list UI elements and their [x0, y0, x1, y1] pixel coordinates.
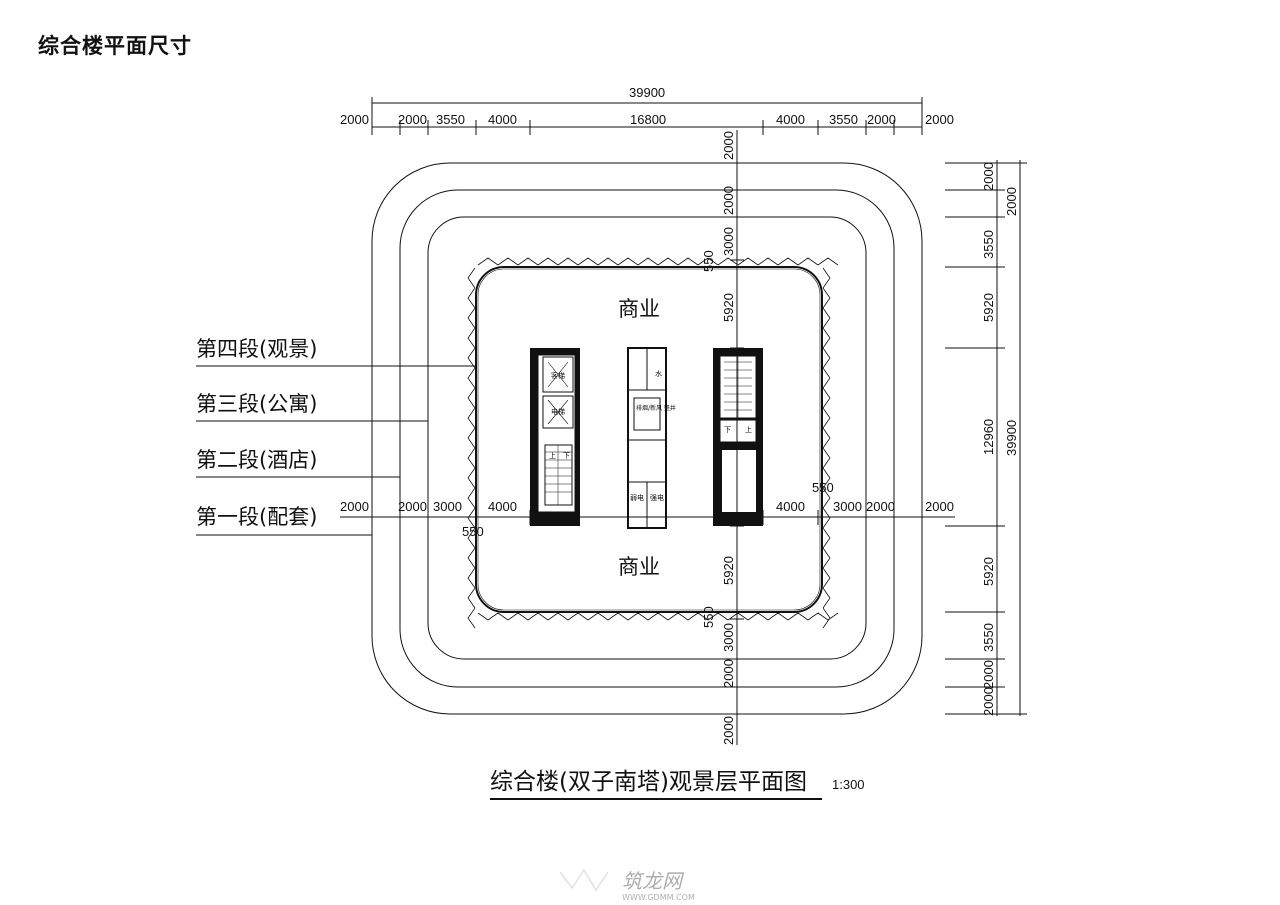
dim-vert-bottom-5: 2000 — [721, 716, 736, 745]
dim-top-part-5: 16800 — [630, 112, 666, 127]
dim-mid-part-4: 4000 — [488, 499, 517, 514]
dim-right-part-1: 2000 — [981, 162, 996, 191]
dim-mid-part-2: 2000 — [398, 499, 427, 514]
dim-vert-top-5: 5920 — [721, 293, 736, 322]
dim-mid-part-6: 3000 — [833, 499, 862, 514]
dim-top-part-6: 4000 — [776, 112, 805, 127]
dim-top-part-9: 2000 — [925, 112, 954, 127]
dim-right-part-5: 5920 — [981, 557, 996, 586]
drawing-caption: 综合楼(双子南塔)观景层平面图 — [490, 769, 807, 795]
dim-right-part-4: 12960 — [981, 419, 996, 455]
segment-label-4: 第四段(观景) — [196, 337, 317, 361]
dimension-lines — [196, 97, 1027, 800]
dim-right-outer-total: 39900 — [1004, 420, 1019, 456]
dim-right-part-3: 5920 — [981, 293, 996, 322]
core-label-shaft: 排烟/新风 竖井 — [636, 404, 676, 412]
dim-offset-left: 550 — [462, 524, 484, 539]
dim-right-part-8: 2000 — [981, 687, 996, 716]
dim-vert-bottom-4: 2000 — [721, 659, 736, 688]
watermark-logo-icon — [559, 868, 609, 892]
core-label-elev1: 客梯 — [551, 371, 565, 380]
core-label-up: 上 — [745, 425, 752, 434]
core-label-weak: 弱电 — [630, 493, 644, 502]
segment-label-1: 第一段(配套) — [196, 505, 317, 529]
outer-ring-1 — [371, 162, 923, 715]
core-label-water: 水 — [655, 369, 662, 378]
dim-vert-top-4: 550 — [701, 250, 716, 272]
segment-label-3: 第三段(公寓) — [196, 392, 317, 416]
core-label-power: 强电 — [650, 493, 664, 502]
core-label-elev2: 电梯 — [551, 407, 565, 416]
dim-top-part-4: 4000 — [488, 112, 517, 127]
zone-label-top: 商业 — [618, 297, 660, 321]
dim-top-total: 39900 — [629, 85, 665, 100]
drawing-scale: 1:300 — [832, 777, 865, 792]
dim-top-part-1: 2000 — [340, 112, 369, 127]
dim-vert-bottom-3: 3000 — [721, 623, 736, 652]
watermark: 筑龙网 WWW.GDMM.COM — [559, 868, 695, 902]
dim-mid-part-1: 2000 — [340, 499, 369, 514]
outer-ring-2 — [399, 189, 895, 688]
dim-mid-part-7: 2000 — [866, 499, 895, 514]
dim-mid-part-8: 2000 — [925, 499, 954, 514]
dim-mid-part-3: 3000 — [433, 499, 462, 514]
dim-top-part-3: 3550 — [436, 112, 465, 127]
dim-mid-part-5: 4000 — [776, 499, 805, 514]
dim-vert-top-1: 2000 — [721, 131, 736, 160]
page-title: 综合楼平面尺寸 — [38, 34, 192, 58]
dim-vert-top-3: 3000 — [721, 227, 736, 256]
watermark-url: WWW.GDMM.COM — [622, 893, 695, 902]
dim-right-part-7: 2000 — [981, 660, 996, 689]
dim-right-outer-1: 2000 — [1004, 187, 1019, 216]
dim-top-part-2: 2000 — [398, 112, 427, 127]
facade-zigzag — [467, 257, 839, 629]
dim-right-part-2: 3550 — [981, 230, 996, 259]
dim-right-part-6: 3550 — [981, 623, 996, 652]
core-label-up-2: 上 — [549, 451, 556, 460]
core-label-down-2: 下 — [563, 452, 570, 460]
dim-offset-right: 550 — [812, 480, 834, 495]
zone-label-bottom: 商业 — [618, 555, 660, 579]
dim-top-part-7: 3550 — [829, 112, 858, 127]
building-core — [530, 347, 763, 529]
floor-slab — [475, 266, 823, 613]
dim-vert-top-2: 2000 — [721, 186, 736, 215]
dim-top-part-8: 2000 — [867, 112, 896, 127]
watermark-brand: 筑龙网 — [622, 869, 685, 893]
dim-vert-bottom-2: 550 — [701, 606, 716, 628]
segment-label-2: 第二段(酒店) — [196, 448, 317, 472]
outer-ring-3 — [427, 216, 867, 660]
dim-vert-bottom-1: 5920 — [721, 556, 736, 585]
core-label-down: 下 — [724, 426, 731, 434]
